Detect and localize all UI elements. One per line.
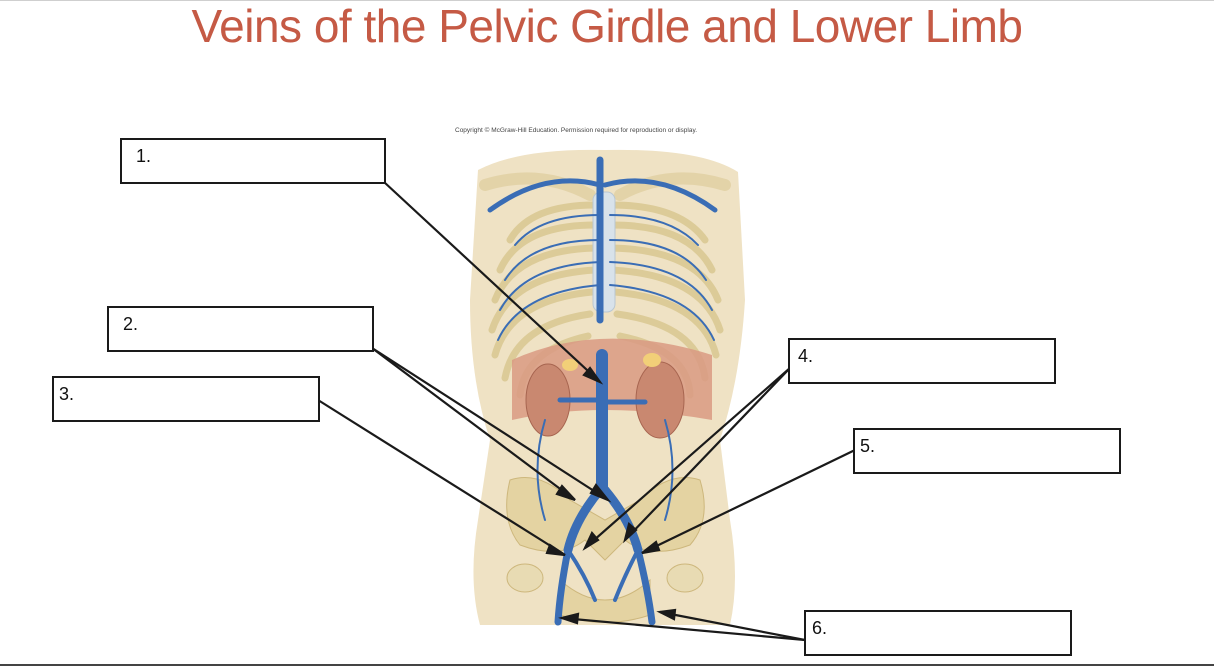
label-box-4[interactable]: 4. (788, 338, 1056, 384)
label-box-2[interactable]: 2. (107, 306, 374, 352)
leader-5 (641, 449, 856, 554)
arrowhead-5 (641, 540, 661, 555)
sternum (592, 191, 616, 313)
leader-4a (584, 367, 791, 549)
internal-iliac-left (566, 548, 597, 602)
brachiocephalic-left (487, 178, 603, 213)
adrenal-gland-left (562, 359, 578, 371)
arrowhead-2b (589, 483, 612, 503)
arrowhead-3 (545, 543, 566, 557)
arrowhead-1 (582, 366, 604, 385)
intercostal-veins (497, 214, 715, 521)
right-clavicle (614, 172, 731, 201)
arrowhead-6a (558, 612, 580, 625)
leader-lines (317, 181, 856, 642)
common-iliac-right (600, 485, 643, 555)
label-number: 6. (812, 618, 828, 638)
arrowhead-6b (656, 608, 677, 621)
leader-6a (561, 616, 806, 642)
arrowhead-4a (582, 530, 600, 551)
venous-system (487, 156, 718, 626)
label-number: 3. (59, 384, 75, 404)
leader-1 (383, 181, 601, 383)
bottom-rule (0, 664, 1214, 666)
adrenal-gland-right (643, 353, 661, 367)
label-number: 5. (860, 436, 876, 456)
external-iliac-left (554, 546, 572, 626)
leader-3 (317, 399, 566, 556)
label-box-6[interactable]: 6. (804, 610, 1072, 656)
brachiocephalic-right (602, 178, 718, 213)
label-box-3[interactable]: 3. (52, 376, 320, 422)
leader-2a (371, 347, 576, 501)
left-femoral-head (506, 563, 544, 593)
label-number: 1. (136, 146, 152, 166)
pelvic-girdle (506, 477, 705, 561)
leader-4b (624, 367, 791, 541)
leader-2b (371, 347, 609, 501)
copyright-notice: Copyright © McGraw-Hill Education. Permi… (455, 127, 698, 134)
label-number: 2. (123, 314, 139, 334)
label-number: 4. (798, 346, 814, 366)
internal-iliac-right (613, 548, 640, 602)
left-clavicle (479, 172, 596, 201)
leader-6b (659, 610, 806, 642)
external-iliac-right (634, 546, 656, 626)
top-rule (0, 0, 1214, 1)
arrowhead-4b (623, 522, 638, 544)
arrowhead-2a (555, 484, 576, 502)
label-box-1[interactable]: 1. (120, 138, 386, 184)
right-femoral-head (666, 563, 704, 593)
label-box-5[interactable]: 5. (853, 428, 1121, 474)
slide-title: Veins of the Pelvic Girdle and Lower Lim… (191, 0, 1023, 52)
